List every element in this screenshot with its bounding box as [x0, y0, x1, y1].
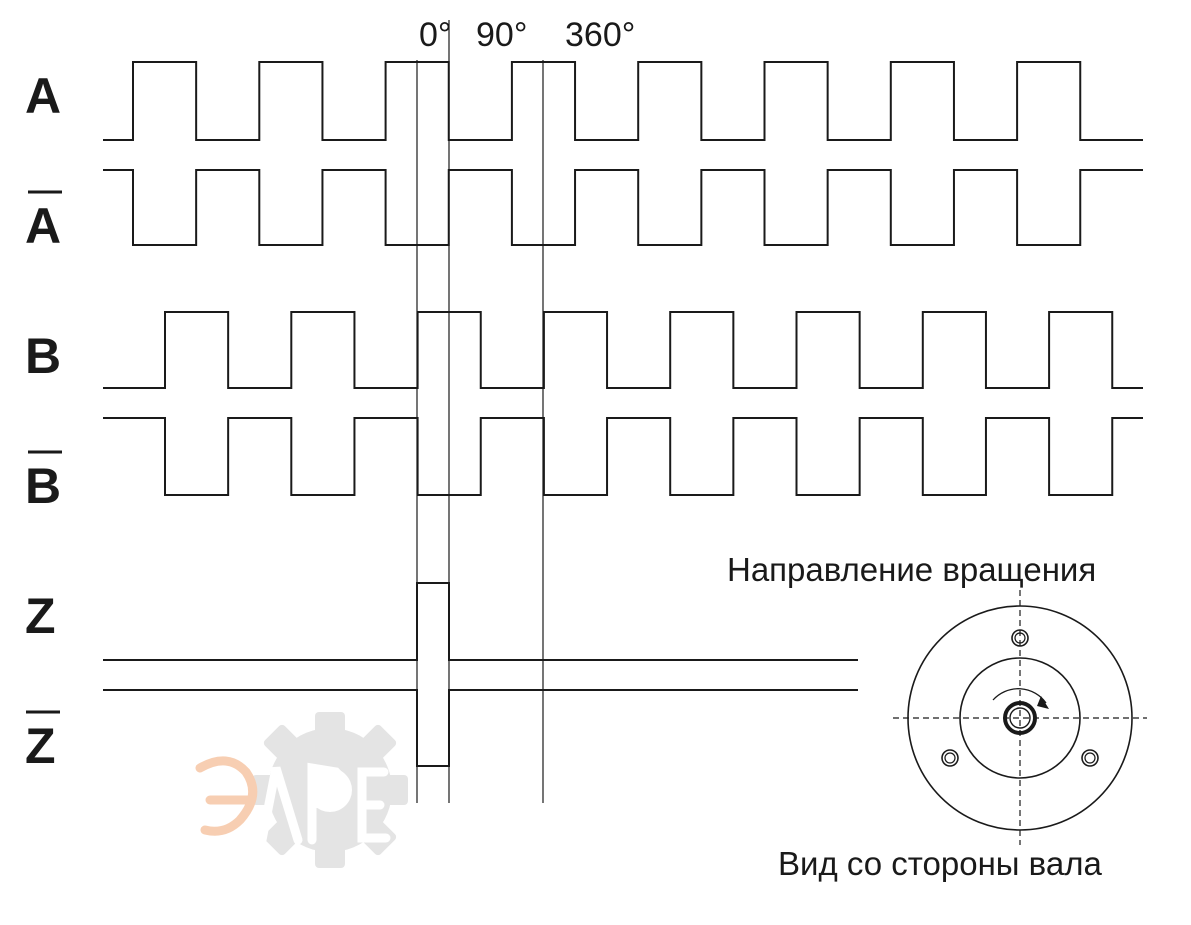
angle-label-0: 0°: [419, 16, 452, 54]
waveform-z: [103, 582, 858, 661]
shaft-icon: [1003, 701, 1037, 735]
shaft-bore-icon: [1009, 707, 1031, 729]
caption-shaft-view: Вид со стороны вала: [778, 845, 1102, 882]
encoder-outer-body: [907, 605, 1133, 831]
watermark-letters: [195, 756, 391, 845]
waveform-a: [103, 61, 1143, 141]
mounting-hole-right: [1081, 749, 1099, 767]
angle-label-360: 360°: [565, 16, 635, 54]
channel-label-z: Z: [25, 588, 56, 644]
encoder-flange: [959, 657, 1081, 779]
channel-label-b-inv: B: [25, 458, 61, 514]
mounting-hole-top: [1011, 629, 1029, 647]
waveform-b-inv: [103, 417, 1143, 496]
channel-label-b: B: [25, 328, 61, 384]
channel-label-a: A: [25, 68, 61, 124]
waveform-z-inv: [103, 689, 858, 767]
encoder-front-view: [893, 590, 1147, 845]
waveform-b: [103, 311, 1143, 389]
angle-label-90: 90°: [476, 16, 527, 54]
mounting-hole-left: [941, 749, 959, 767]
caption-rotation-direction: Направление вращения: [727, 551, 1096, 588]
rotation-arrow-icon: [992, 688, 1049, 709]
channel-label-a-inv: A: [25, 198, 61, 254]
waveform-a-inv: [103, 169, 1143, 246]
watermark-logo: [195, 712, 408, 868]
channel-label-z-inv: Z: [25, 718, 56, 774]
